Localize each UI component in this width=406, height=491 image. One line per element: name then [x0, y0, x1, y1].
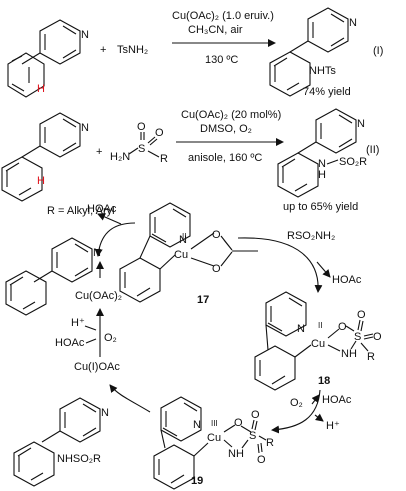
plus-sign-2: +: [96, 146, 102, 158]
reagent-o-top: O: [137, 121, 146, 133]
catalytic-cycle: N N Cu II O O 17 HOAc RSO₂NH₂ HOAc: [5, 202, 382, 490]
cycle-product: N NHSO₂R: [13, 397, 109, 487]
arrow-17-to-ligand: [94, 222, 136, 257]
complex-19-o-top: O: [251, 409, 260, 421]
yield-2: up to 65% yield: [283, 201, 358, 213]
hoac-top: HOAc: [87, 203, 117, 215]
condition-temperature: 130 ºC: [205, 54, 238, 66]
pyridine-n-atom: N: [81, 29, 89, 41]
arrow-19-to-product: [109, 384, 151, 413]
complex-17-cu: Cu: [174, 249, 188, 261]
label-19: 19: [191, 475, 203, 487]
yield-1: 74% yield: [303, 86, 351, 98]
complex-18-o: O: [338, 321, 347, 333]
reaction-1: H N + TsNH₂ Cu(OAc)₂ (1.0 eruiv.) CH₃CN,…: [7, 7, 383, 98]
product-1-nhts: NHTs: [309, 65, 336, 77]
complex-18-r: R: [367, 351, 375, 363]
arrow-hoac-out-1: [316, 261, 331, 278]
product-1: N NHTs (I) 74% yield: [269, 7, 383, 98]
product-2-nh-n: N: [318, 158, 326, 170]
cycle-product-nhso2r: NHSO₂R: [57, 453, 101, 465]
condition-solvent-2: DMSO, O₂: [200, 123, 252, 135]
condition-solvent: CH₃CN, air: [188, 24, 243, 36]
condition-catalyst: Cu(OAc)₂ (1.0 eruiv.): [172, 10, 274, 22]
hplus-left: H⁺: [71, 317, 85, 329]
complex-19-o-bottom: O: [257, 454, 266, 466]
reagent-h2n: H₂N: [110, 151, 130, 163]
cuioac: Cu(I)OAc: [74, 361, 120, 373]
hoac-right-2: HOAc: [322, 394, 352, 406]
arc-hoac-left: [85, 338, 97, 344]
complex-17-o-top: O: [212, 229, 221, 241]
condition-catalyst-2: Cu(OAc)₂ (20 mol%): [181, 109, 281, 121]
label-18: 18: [318, 375, 330, 387]
complex-17: N Cu II O O 17: [119, 202, 258, 306]
product-2-so2r: SO₂R: [339, 156, 367, 168]
reagent-s: S: [138, 143, 145, 155]
condition-temperature-2: anisole, 160 ºC: [188, 152, 262, 164]
reaction-label-2: (II): [366, 144, 379, 156]
reagent-o-right: O: [155, 127, 164, 139]
hoac-right-1: HOAc: [332, 274, 362, 286]
o2-right: O₂: [290, 397, 303, 409]
complex-18-o-right: O: [373, 331, 382, 343]
hplus-right: H⁺: [326, 420, 340, 432]
label-17: 17: [197, 294, 209, 306]
complex-19: N Cu III O S O O R NH 19: [153, 396, 274, 490]
product-2-n-atom: N: [357, 118, 365, 130]
arrow-18-to-19: [271, 389, 321, 434]
cuoac2: Cu(OAc)₂: [75, 290, 122, 302]
red-h-atom-2: H: [37, 175, 45, 187]
tsnh2-reagent: TsNH₂: [117, 44, 148, 56]
product-2: N N H SO₂R (II): [277, 108, 379, 198]
plus-sign: +: [100, 44, 106, 56]
complex-17-n-atom: N: [179, 234, 187, 246]
rso2nh2-reagent: RSO₂NH₂: [287, 230, 335, 242]
complex-19-o: O: [234, 417, 243, 429]
complex-18-nh: NH: [341, 348, 357, 360]
o2-left: O₂: [104, 332, 117, 344]
reactant-2-phenylpyridine-2: H N: [1, 112, 89, 202]
pyridine-n-atom-2: N: [81, 122, 89, 134]
red-h-atom: H: [37, 83, 45, 95]
complex-19-n-atom: N: [193, 419, 201, 431]
free-pyridine-n-atom: N: [93, 247, 101, 259]
cycle-product-n-atom: N: [101, 407, 109, 419]
complex-18-o-top: O: [357, 309, 366, 321]
reagent-r: R: [160, 153, 168, 165]
arrow-hoac-out-2: [311, 394, 320, 405]
complex-19-nh: NH: [228, 448, 244, 460]
reaction-label-1: (I): [373, 45, 383, 57]
free-2-phenylpyridine: N: [5, 237, 101, 316]
complex-18-oxidation-state: II: [318, 321, 322, 330]
reaction-2: H N + H₂N S O O R Cu(OAc)₂ (20 mol%) DMS…: [1, 108, 379, 217]
complex-18-cu: Cu: [311, 338, 325, 350]
hoac-left: HOAc: [55, 337, 85, 349]
complex-19-cu: Cu: [207, 432, 221, 444]
complex-18: N Cu II O S O O R NH 18: [254, 291, 382, 391]
arrow-hplus-right: [314, 413, 324, 422]
complex-19-r: R: [266, 437, 274, 449]
complex-19-oxidation-state: III: [211, 419, 218, 428]
arrow-hoac-top: [97, 213, 122, 225]
product-1-n-atom: N: [349, 17, 357, 29]
complex-17-oxidation-state: II: [182, 232, 186, 241]
arrow-17-to-18: [237, 237, 323, 293]
complex-19-s: S: [249, 430, 256, 442]
reactant-2-phenylpyridine-1: H N: [7, 19, 89, 98]
sulfonamide-reagent: H₂N S O O R: [110, 121, 168, 165]
complex-18-n-atom: N: [297, 323, 305, 335]
complex-18-s: S: [354, 331, 361, 343]
product-2-nh-h: H: [318, 169, 326, 181]
complex-17-o-bottom: O: [212, 263, 221, 275]
arc-hplus-left: [84, 325, 97, 331]
